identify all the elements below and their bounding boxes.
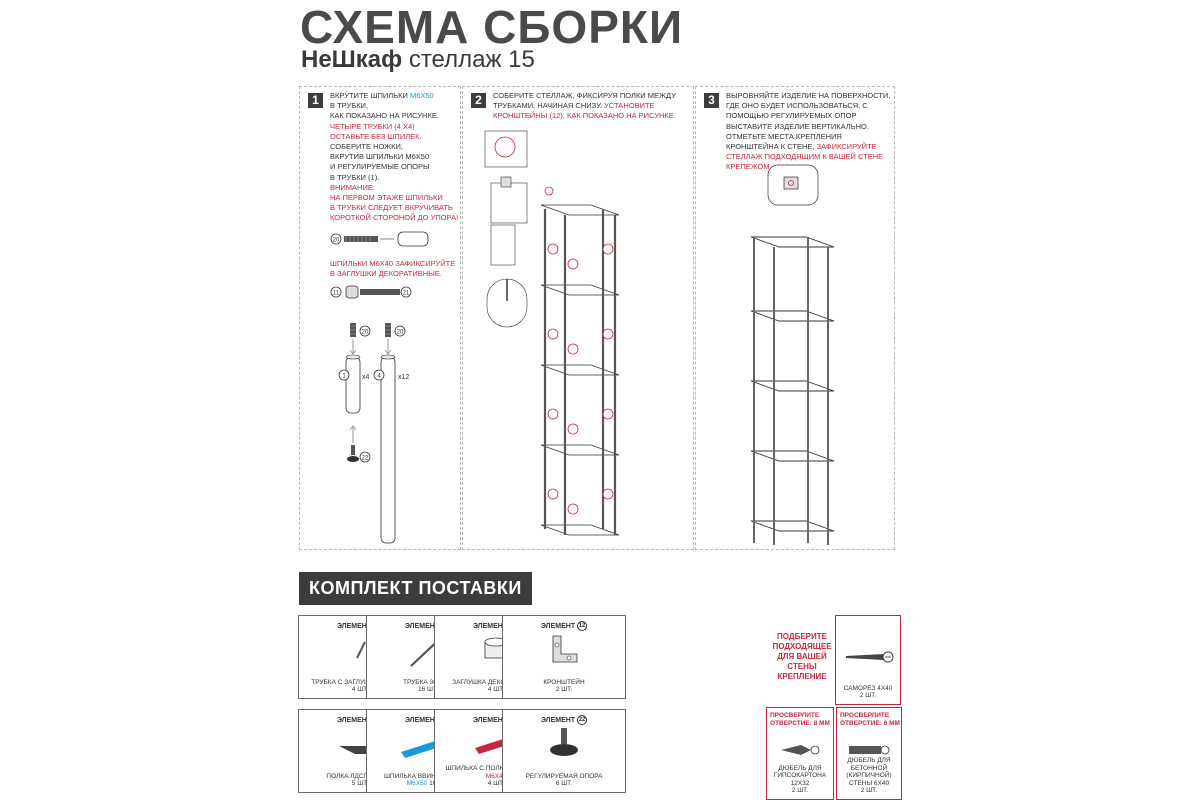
step-3-text: Выровняйте изделие на поверхности, где о… [726, 91, 892, 173]
model-name: стеллаж 15 [408, 46, 535, 73]
step-3-panel: 3 Выровняйте изделие на поверхности, где… [695, 86, 895, 550]
shelving-assembly-diagram [484, 130, 620, 536]
drill-6mm-note: Просверлите отверстие: 6 мм [840, 712, 900, 727]
step-1-line: на первом этаже шпильки [330, 193, 443, 203]
stud-into-tube-diagram: 20 [330, 231, 429, 247]
step-3-text-main: Выровняйте изделие на поверхности, где о… [726, 91, 891, 152]
label-4: 4 [377, 374, 381, 380]
bracket-icon [552, 635, 578, 663]
step-1-line: в трубки, [330, 101, 369, 111]
step-1-line: оставьте без шпилек. [330, 131, 422, 141]
step-2-panel: 2 Соберите стеллаж, фиксируя полки между… [462, 86, 694, 550]
cap-note: Шпильки М6x40 зафиксируйте в заглушки де… [330, 259, 456, 278]
step-2-text-main: Соберите стеллаж, фиксируя полки между т… [493, 91, 676, 111]
brand-name: НеШкаф [301, 46, 403, 73]
page-title: СХЕМА СБОРКИ [300, 1, 684, 53]
tubes-and-feet-diagram: 20 1 x4 22 20 4 x12 [338, 323, 409, 544]
label-20: 20 [333, 238, 340, 244]
wall-fastening-note: Подберите подходящее для вашей стены кре… [772, 632, 832, 681]
step-1-line: короткой стороной до упора! [330, 213, 459, 223]
step-1-text: Вкрутите шпильки М6x50 в трубки,как пока… [330, 91, 458, 224]
step-3-text-warning: зафиксируйте стеллаж подходящим к вашей … [726, 142, 884, 172]
step-2-number: 2 [471, 93, 486, 108]
adjustable-foot-icon [550, 728, 578, 756]
label-20-right: 20 [397, 330, 404, 336]
step-1-line: Соберите ножки, [330, 142, 403, 152]
assembled-shelving-diagram [750, 236, 835, 545]
label-21: 21 [403, 291, 410, 297]
step-1-panel: 1 Вкрутите шпильки М6x50 в трубки,как по… [299, 86, 461, 550]
screw-box: Саморез 4x402 шт. [835, 615, 901, 705]
kit-section-title: КОМПЛЕКТ ПОСТАВКИ [299, 572, 532, 605]
qty-x12: x12 [398, 374, 409, 381]
step-1-line: в трубки (1). [330, 172, 380, 182]
concrete-dowel-box: Просверлите отверстие: 6 мм Дюбель для б… [836, 707, 902, 800]
step-1-line: Внимание: [330, 182, 375, 192]
label-11: 11 [333, 291, 340, 297]
short-tube-icon [356, 641, 366, 659]
step-1-number: 1 [308, 93, 323, 108]
step-1-line: в трубки следует вкручивать [330, 203, 453, 213]
wall-bracket-detail-icon [767, 164, 819, 206]
step-3-number: 3 [704, 93, 719, 108]
drill-8mm-note: Просверлите отверстие: 8 мм [770, 712, 830, 727]
step-1-line: вкрутив шпильки М6x50 [330, 152, 430, 162]
step-1-line: Четыре трубки (4 x4) [330, 121, 415, 131]
step-2-text: Соберите стеллаж, фиксируя полки между т… [493, 91, 691, 122]
step-2-text-warning: Установите кронштейны (12), как показано… [493, 101, 676, 121]
drywall-dowel-box: Просверлите отверстие: 8 мм Дюбель для г… [766, 707, 834, 800]
label-1: 1 [342, 374, 346, 380]
label-20-left: 20 [362, 330, 369, 336]
step-1-line: как показано на рисунке. [330, 111, 439, 121]
concrete-dowel-icon [849, 745, 890, 755]
step-1-line: и регулируемые опоры [330, 162, 430, 172]
kit-item-22: ЭЛЕМЕНТ 22 Регулируемая опора6 шт. [502, 709, 626, 793]
kit-item-12: ЭЛЕМЕНТ 12 Кронштейн2 шт. [502, 615, 626, 699]
step-1-line: Вкрутите шпильки [330, 91, 410, 100]
qty-x4: x4 [362, 374, 370, 381]
screw-icon [846, 651, 894, 663]
step-1-line: М6x50 [409, 91, 434, 100]
label-22: 22 [362, 456, 369, 462]
cap-and-stud-diagram: 11 21 [330, 285, 412, 299]
drywall-dowel-icon [781, 745, 820, 755]
page-subtitle: НеШкаф стеллаж 15 [301, 46, 535, 74]
